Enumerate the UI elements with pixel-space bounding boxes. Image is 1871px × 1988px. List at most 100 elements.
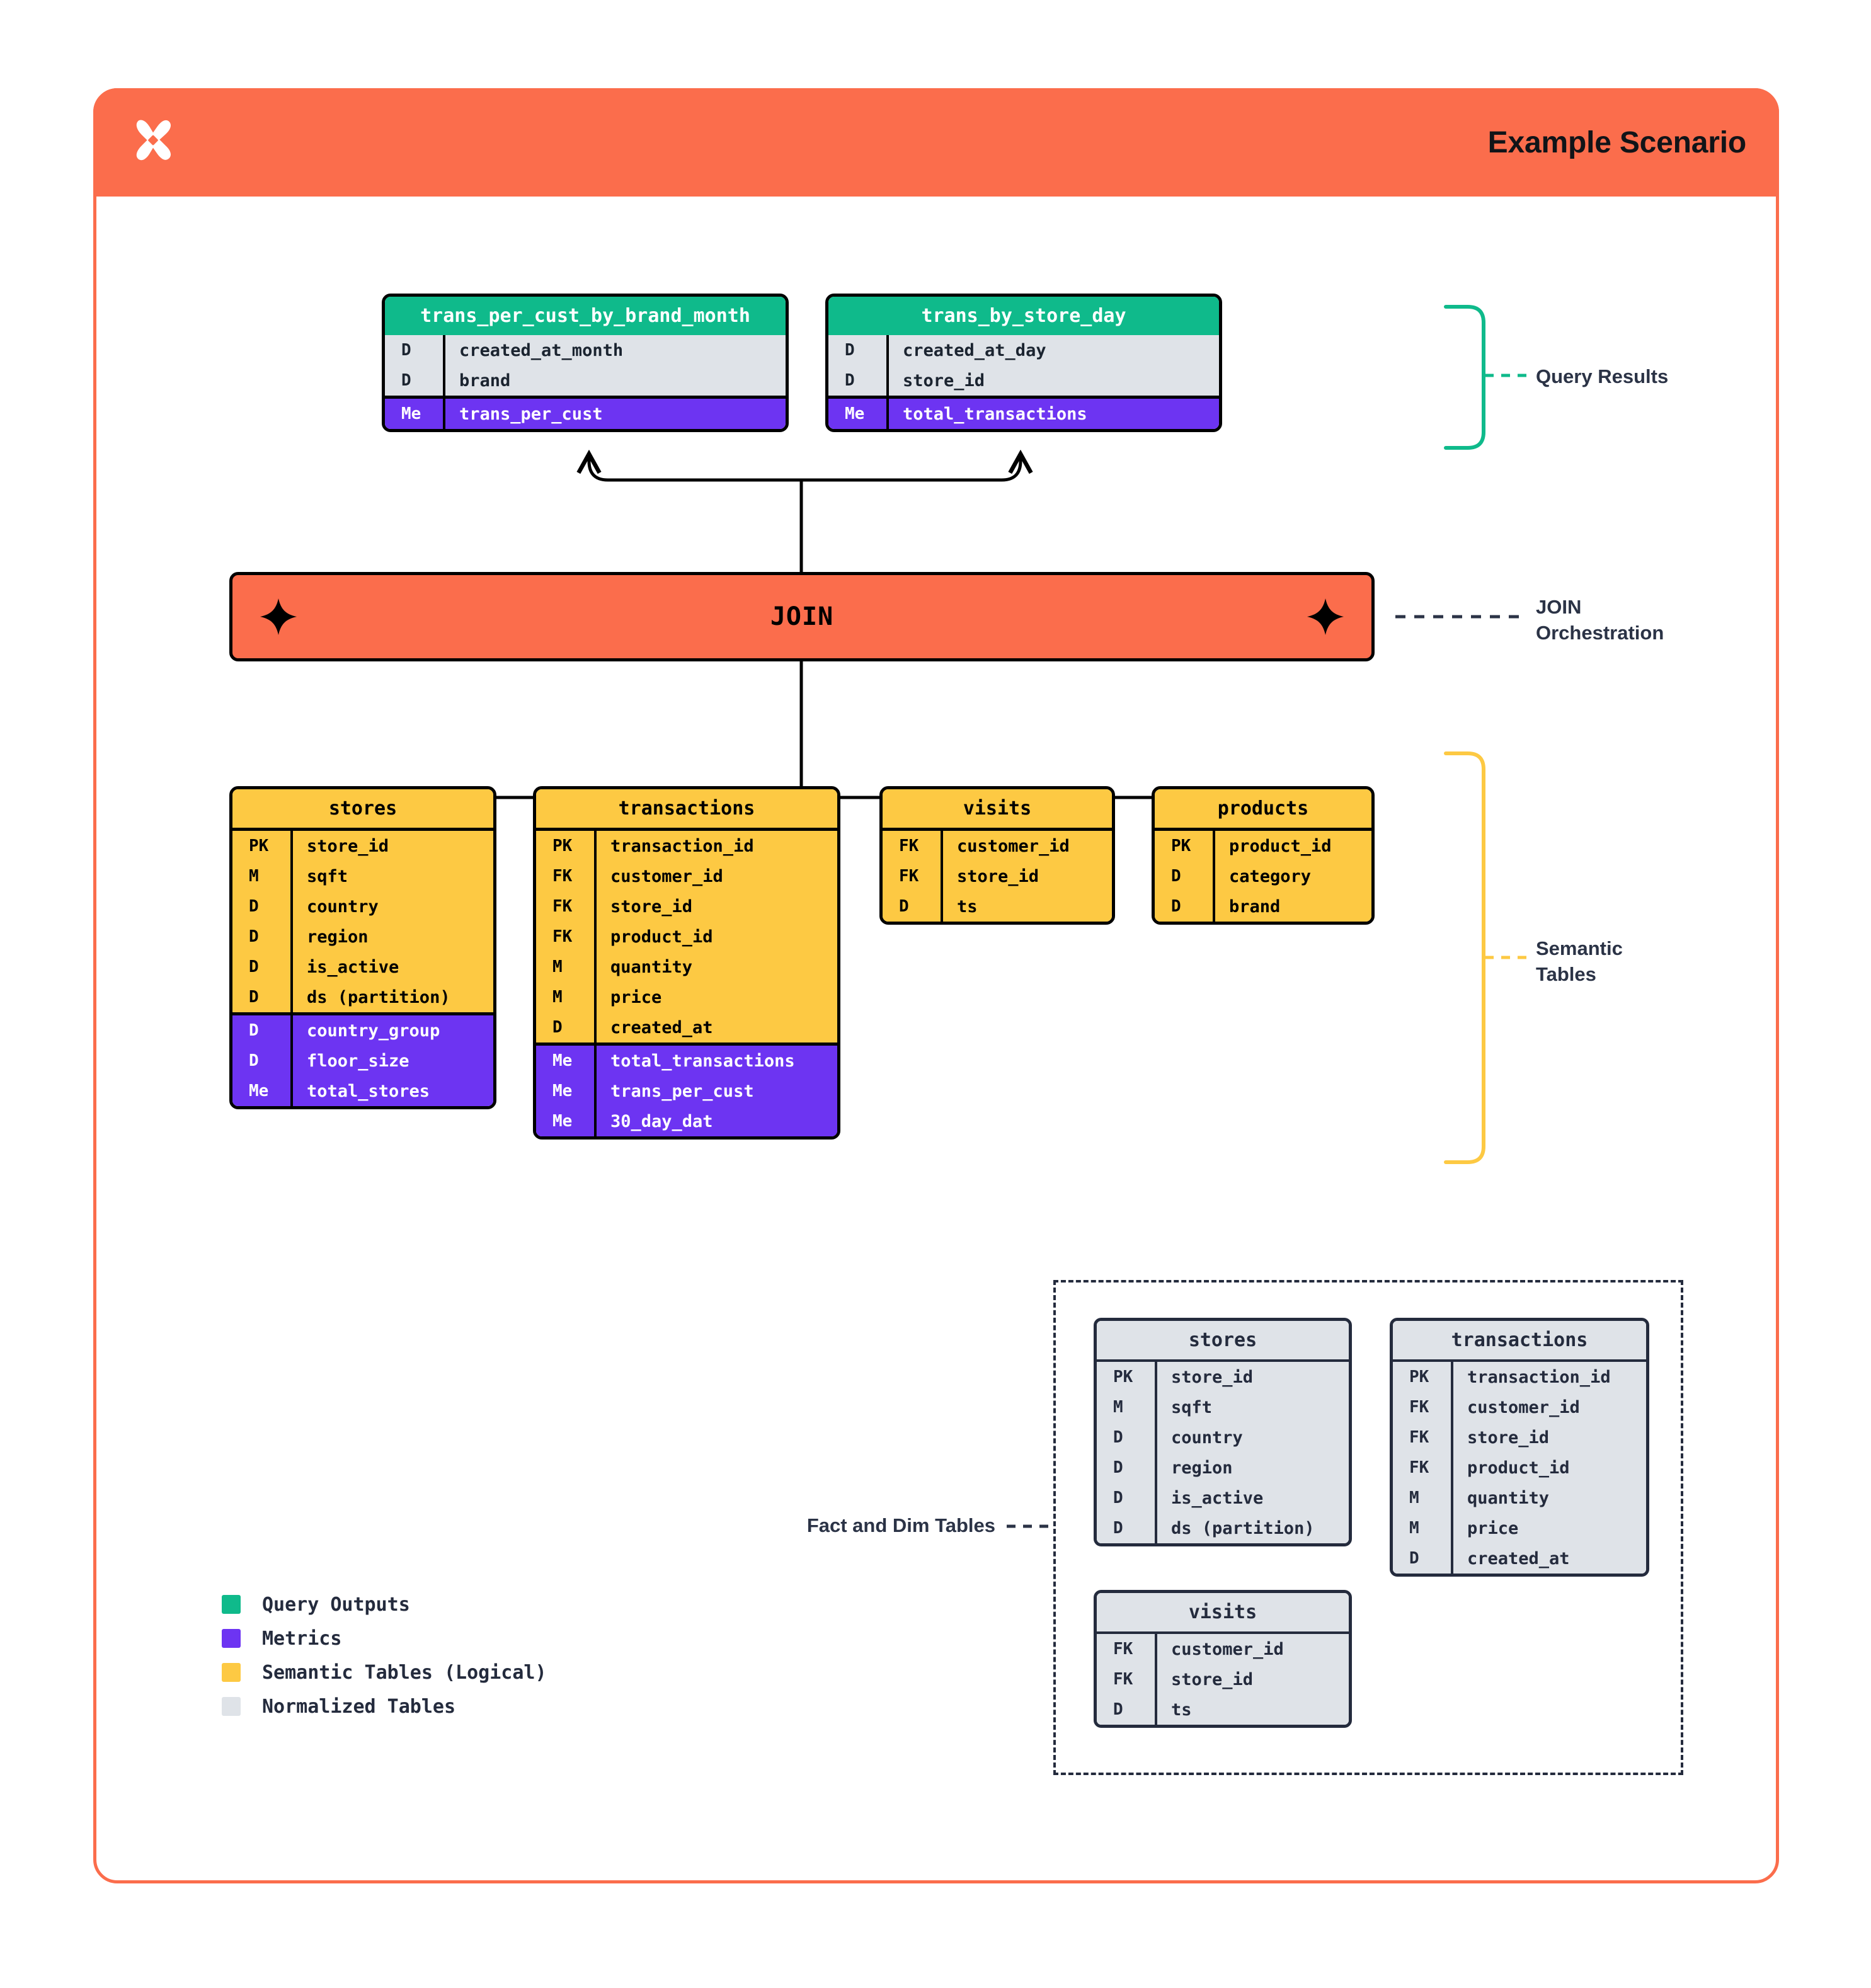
row-field: category xyxy=(1229,866,1312,886)
row-field: total_transactions xyxy=(903,404,1087,424)
row-key: Me xyxy=(552,1082,573,1100)
row-key: D xyxy=(249,1021,259,1040)
row-field: store_id xyxy=(957,866,1039,886)
row-field: product_id xyxy=(1467,1458,1570,1478)
join-orchestration-bar[interactable]: JOIN xyxy=(229,572,1375,661)
row-key: D xyxy=(1113,1458,1123,1477)
entity-header: visits xyxy=(883,789,1112,831)
entity-header: trans_per_cust_by_brand_month xyxy=(385,297,786,335)
table-row: D brand xyxy=(385,365,786,396)
query-result-trans-per-cust-by-brand-month[interactable]: trans_per_cust_by_brand_month D created_… xyxy=(382,294,789,432)
row-field: ds (partition) xyxy=(1171,1518,1315,1538)
row-key: Me xyxy=(552,1051,573,1070)
row-key: D xyxy=(1113,1700,1123,1719)
metric-section: Me total_transactions xyxy=(828,396,1219,429)
table-row: D store_id xyxy=(828,365,1219,396)
row-field: country xyxy=(1171,1427,1243,1448)
query-result-trans-by-store-day[interactable]: trans_by_store_day D created_at_day D st… xyxy=(825,294,1222,432)
row-field: customer_id xyxy=(957,836,1070,856)
entity-body: D created_at_month D brand Me trans_per_… xyxy=(385,335,786,429)
column-divider xyxy=(1155,1362,1157,1543)
column-divider xyxy=(594,831,597,1136)
row-key: D xyxy=(845,371,855,390)
entity-header: visits xyxy=(1097,1593,1349,1634)
annotation-semantic-tables: Semantic Tables xyxy=(1536,937,1623,985)
row-key: PK xyxy=(249,837,269,855)
row-key: D xyxy=(899,897,909,916)
row-key: FK xyxy=(1409,1428,1429,1447)
row-key: D xyxy=(1113,1519,1123,1538)
column-divider xyxy=(443,335,445,429)
row-key: M xyxy=(552,988,563,1007)
row-key: Me xyxy=(249,1082,269,1100)
row-field: region xyxy=(307,927,369,947)
entity-header: products xyxy=(1155,789,1371,831)
row-field: is_active xyxy=(307,957,399,977)
row-key: Me xyxy=(845,404,865,423)
table-row: D created_at_day xyxy=(828,335,1219,365)
sparkle-icon xyxy=(1306,597,1345,636)
column-divider xyxy=(886,335,889,429)
entity-header: transactions xyxy=(536,789,837,831)
row-field: floor_size xyxy=(307,1051,409,1071)
column-divider xyxy=(290,831,293,1106)
row-key: D xyxy=(1113,1428,1123,1447)
row-field: ts xyxy=(957,896,978,917)
table-row: D created_at_month xyxy=(385,335,786,365)
row-key: FK xyxy=(899,867,919,886)
row-key: M xyxy=(552,957,563,976)
table-row: Me trans_per_cust xyxy=(385,399,786,429)
annotation-join-orchestration: JOIN Orchestration xyxy=(1536,596,1664,644)
row-field: ds (partition) xyxy=(307,987,450,1007)
row-field: 30_day_dat xyxy=(610,1111,713,1131)
entity-header: stores xyxy=(232,789,493,831)
row-key: D xyxy=(1113,1488,1123,1507)
row-field: product_id xyxy=(610,927,713,947)
column-divider xyxy=(1155,1634,1157,1725)
row-field: is_active xyxy=(1171,1488,1264,1508)
legend-item-normalized-tables: Normalized Tables xyxy=(222,1689,547,1723)
row-key: D xyxy=(249,957,259,976)
metric-section: Me trans_per_cust xyxy=(385,396,786,429)
row-field: customer_id xyxy=(610,866,723,886)
row-field: customer_id xyxy=(1171,1639,1284,1659)
column-divider xyxy=(1451,1362,1453,1574)
row-key: PK xyxy=(1113,1368,1133,1386)
entity-header: stores xyxy=(1097,1321,1349,1362)
row-key: PK xyxy=(1171,837,1191,855)
entity-header: trans_by_store_day xyxy=(828,297,1219,335)
row-field: created_at xyxy=(610,1017,713,1037)
legend-item-query-outputs: Query Outputs xyxy=(222,1587,547,1621)
